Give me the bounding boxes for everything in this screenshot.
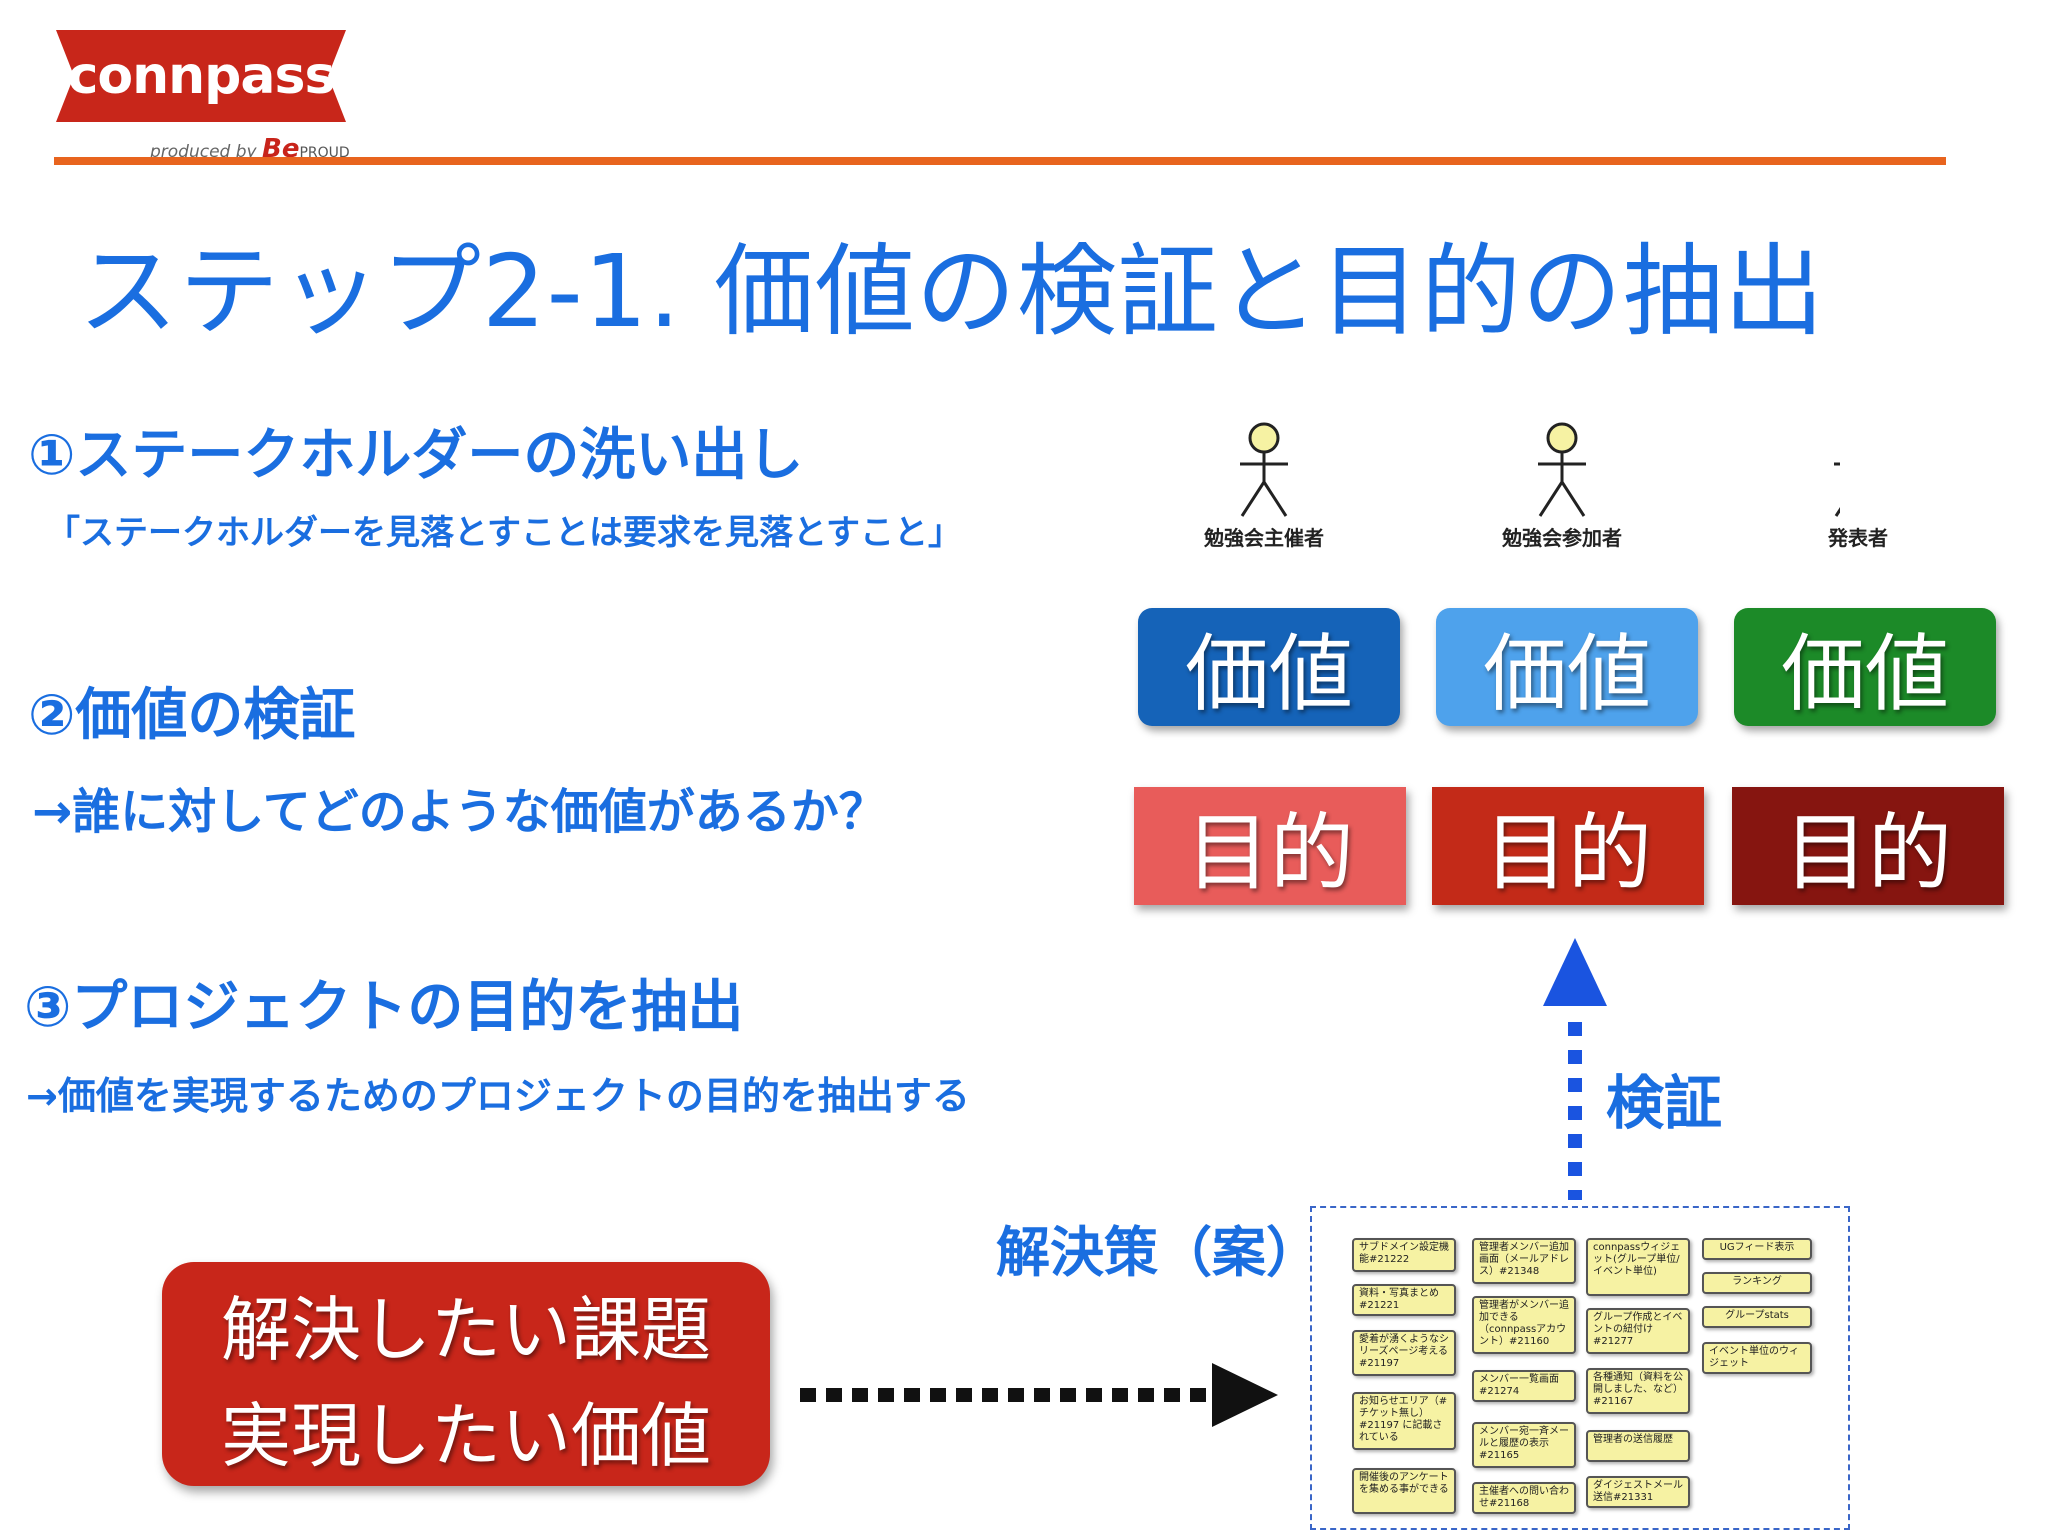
value-box-organizer: 価値 — [1138, 608, 1400, 726]
problem-box: 解決したい課題 実現したい価値 — [162, 1262, 770, 1486]
sticky-note: ランキング — [1702, 1272, 1812, 1294]
step1-sub: 「ステークホルダーを見落とすことは要求を見落とすこと」 — [46, 513, 962, 553]
connpass-logo: connpass — [56, 26, 346, 126]
solution-arrow-head — [1212, 1363, 1278, 1427]
actor-label-speaker: 発表者 — [1828, 526, 1888, 550]
header-rule — [54, 157, 1946, 165]
value-box-participant: 価値 — [1436, 608, 1698, 726]
step2-sub: →誰に対してどのような価値があるか？ — [32, 784, 887, 840]
sticky-note: ダイジェストメール送信#21331 — [1586, 1476, 1690, 1508]
sticky-note: グループ作成とイベントの紐付け#21277 — [1586, 1308, 1690, 1354]
sticky-note: connpassウィジェット(グループ単位/イベント単位) — [1586, 1238, 1690, 1296]
sticky-note: 開催後のアンケートを集める事ができる — [1352, 1468, 1456, 1514]
sticky-note: お知らせエリア（#チケット無し）#21197 に記載されている — [1352, 1392, 1456, 1450]
verify-arrow — [1543, 938, 1607, 1200]
purpose-box-2: 目的 — [1432, 787, 1704, 905]
logo-text: connpass — [67, 46, 336, 106]
problem-line-1: 解決したい課題 — [221, 1289, 711, 1371]
solution-board: サブドメイン設定機能#21222 資料・写真まとめ#21221 愛着が湧くような… — [1310, 1206, 1850, 1530]
step1-heading: ①ステークホルダーの洗い出し — [28, 423, 804, 488]
solution-arrow — [800, 1363, 1278, 1427]
actor-figure-speaker-icon — [1834, 462, 1840, 517]
actor-label-organizer: 勉強会主催者 — [1204, 526, 1324, 550]
step3-heading: ③プロジェクトの目的を抽出 — [24, 975, 744, 1040]
sticky-note: UGフィード表示 — [1702, 1238, 1812, 1260]
sticky-note: 各種通知（資料を公開しました、など）#21167 — [1586, 1368, 1690, 1414]
sticky-note: 管理者メンバー追加画面（メールアドレス）#21348 — [1472, 1238, 1576, 1284]
logo-badge-shape — [56, 30, 346, 122]
step2-heading: ②価値の検証 — [28, 683, 356, 748]
slide-title: ステップ2-1. 価値の検証と目的の抽出 — [78, 233, 1825, 350]
step3-sub: →価値を実現するためのプロジェクトの目的を抽出する — [26, 1074, 970, 1118]
verify-arrow-head — [1543, 938, 1607, 1006]
sticky-note: 愛着が湧くようなシリーズページ考える#21197 — [1352, 1330, 1456, 1376]
actor-figure-participant-icon — [1538, 422, 1586, 517]
sticky-note: イベント単位のウィジェット — [1702, 1342, 1812, 1374]
sticky-note: サブドメイン設定機能#21222 — [1352, 1238, 1456, 1272]
purpose-box-1: 目的 — [1134, 787, 1406, 905]
actor-figure-organizer-icon — [1240, 422, 1288, 517]
value-box-speaker: 価値 — [1734, 608, 1996, 726]
sticky-note: メンバー宛一斉メールと履歴の表示#21165 — [1472, 1422, 1576, 1468]
actor-label-participant: 勉強会参加者 — [1502, 526, 1622, 550]
sticky-note: 管理者がメンバー追加できる（connpassアカウント）#21160 — [1472, 1296, 1576, 1354]
actors-figures — [1240, 422, 1840, 517]
verify-label: 検証 — [1606, 1069, 1723, 1137]
sticky-note: グループstats — [1702, 1306, 1812, 1328]
sticky-note: メンバー一覧画面#21274 — [1472, 1370, 1576, 1402]
sticky-note: 資料・写真まとめ#21221 — [1352, 1284, 1456, 1316]
purpose-box-3: 目的 — [1732, 787, 2004, 905]
sticky-note: 管理者の送信履歴 — [1586, 1430, 1690, 1462]
problem-line-2: 実現したい価値 — [221, 1395, 711, 1477]
sticky-note: 主催者への問い合わせ#21168 — [1472, 1482, 1576, 1514]
solution-label: 解決策（案） — [996, 1221, 1320, 1284]
